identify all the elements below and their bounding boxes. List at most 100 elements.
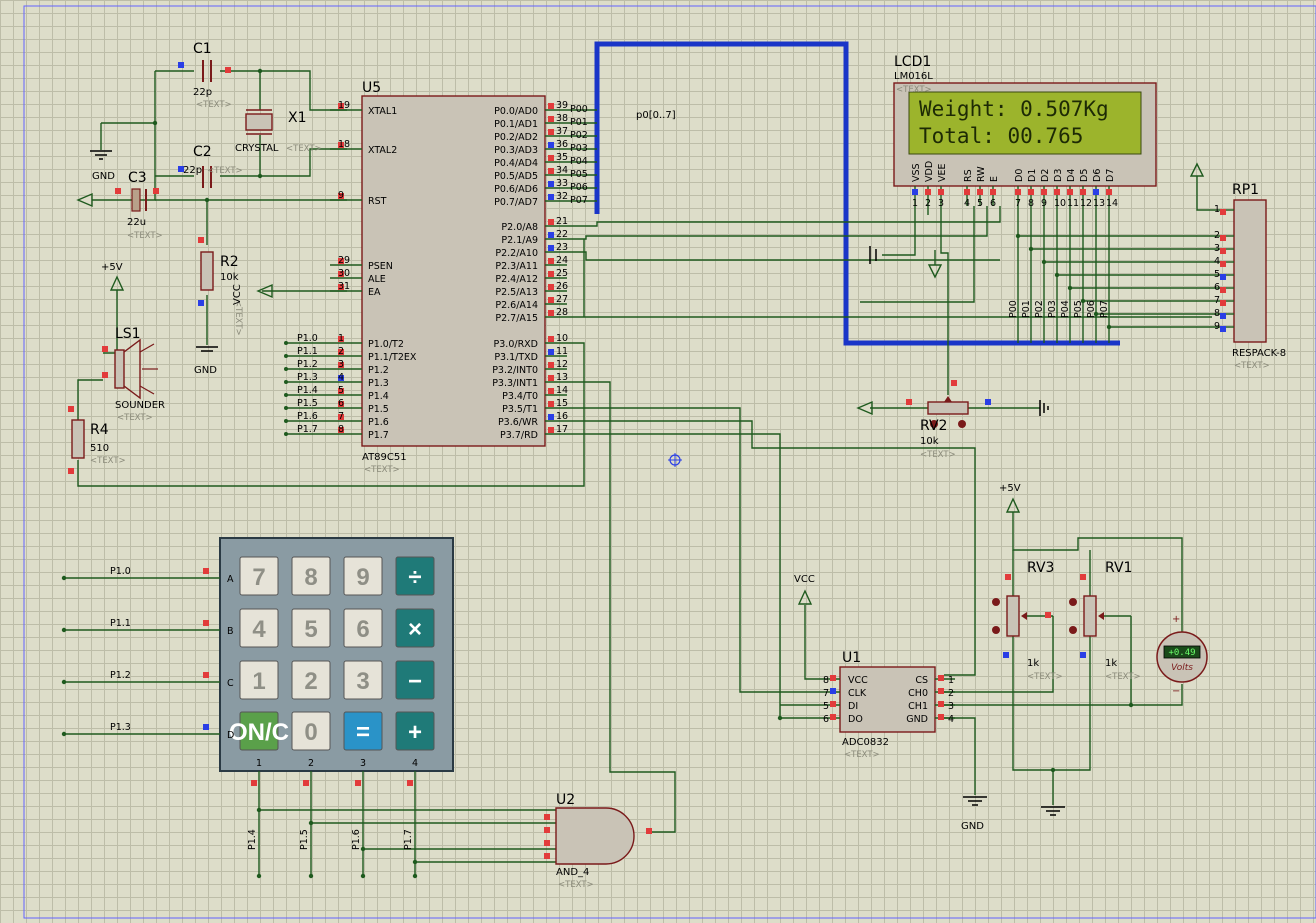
u5-pin-31-num: 31 — [338, 281, 350, 292]
lcd-pin-RS: RS — [963, 169, 974, 182]
adc-pin-CH1: CH1 — [908, 701, 928, 712]
r4-text: <TEXT> — [90, 456, 126, 466]
vcc-terminal-adc: VCC — [794, 574, 815, 605]
lcd-pin-num-9: 9 — [1041, 198, 1047, 209]
keypad-key-1-0[interactable]: 4 — [239, 608, 279, 648]
u5-p1-net-5: P1.5 — [297, 398, 318, 409]
rp1-net-P00: P00 — [1008, 300, 1019, 318]
u5-pin-29-num: 29 — [338, 255, 350, 266]
keypad-key-2-3[interactable]: − — [395, 660, 435, 700]
voltmeter-minus: − — [1172, 686, 1180, 697]
sounder-ls1[interactable]: LS1 SOUNDER <TEXT> — [102, 326, 165, 423]
gnd-label-2: GND — [194, 365, 217, 376]
resistor-r2[interactable]: R2 10k <TEXT> — [198, 237, 243, 336]
adc-pin-num-7: 7 — [823, 688, 829, 699]
lcd-pin-VEE: VEE — [937, 163, 948, 182]
pot-rv3[interactable]: RV3 1k <TEXT> — [992, 560, 1063, 682]
rp1-pin-6: 6 — [1214, 282, 1220, 293]
keypad-key-0-2[interactable]: 9 — [343, 556, 383, 596]
keypad-key-2-2[interactable]: 3 — [343, 660, 383, 700]
u5-pin-6-name: P1.5 — [368, 404, 389, 415]
lcd-pin-D4: D4 — [1066, 169, 1077, 182]
u5-ref: U5 — [362, 80, 381, 96]
u5-p1-net-4: P1.4 — [297, 385, 318, 396]
keypad-key-3-2[interactable]: = — [343, 711, 383, 751]
capacitor-c2[interactable]: C2 22p <TEXT> — [178, 144, 243, 188]
u5-pin-38-num: 38 — [556, 113, 568, 124]
keypad-key-3-0[interactable]: ON/C — [229, 711, 289, 751]
u5-pin-4-num: 4 — [338, 372, 344, 383]
keypad-row-C: C — [227, 678, 234, 689]
c1-ref: C1 — [193, 41, 212, 57]
keypad-key-1-3[interactable]: × — [395, 608, 435, 648]
rv1-ref: RV1 — [1105, 560, 1132, 576]
capacitor-c3[interactable]: C3 22u <TEXT> — [76, 170, 163, 241]
u5-p1-nets: P1.0P1.1P1.2P1.3P1.4P1.5P1.6P1.7 — [284, 333, 330, 436]
u5-pin-3-num: 3 — [338, 359, 344, 370]
lcd-pin-num-8: 8 — [1028, 198, 1034, 209]
rp1-pin-2: 2 — [1214, 230, 1220, 241]
keypad-key-1-1[interactable]: 5 — [291, 608, 331, 648]
lcd-lcd1[interactable]: Weight: 0.507Kg Total: 00.765 LCD1 LM016… — [893, 54, 1157, 209]
svg-text:5: 5 — [304, 616, 317, 643]
plus5v-terminal-1: +5V — [101, 262, 125, 291]
keypad-key-2-0[interactable]: 1 — [239, 660, 279, 700]
lcd1-ref: LCD1 — [894, 54, 931, 70]
lcd-pin-D2: D2 — [1040, 169, 1051, 182]
p0-bus[interactable] — [594, 41, 1120, 346]
u5-pin-39-num: 39 — [556, 100, 568, 111]
resistor-r4[interactable]: R4 510 <TEXT> — [68, 406, 126, 474]
lcd-pin-num-11: 11 — [1067, 198, 1079, 209]
svg-text:3: 3 — [356, 668, 369, 695]
pot-rv2[interactable]: RV2 10k <TEXT> — [856, 380, 1049, 460]
lcd-pin-D0: D0 — [1014, 169, 1025, 182]
keypad-key-3-1[interactable]: 0 — [291, 711, 331, 751]
vcc-label-2: VCC — [794, 574, 815, 585]
vcc-ea-terminal: VCC — [232, 283, 273, 305]
lcd1-part: LM016L — [894, 71, 933, 82]
rp1-pin-7: 7 — [1214, 295, 1220, 306]
capacitor-c1[interactable]: C1 22p <TEXT> — [178, 41, 232, 110]
keypad-col-net-0: P1.4 — [247, 829, 258, 850]
u5-pin-39-name: P0.0/AD0 — [494, 106, 538, 117]
crystal-x1[interactable]: X1 CRYSTAL <TEXT> — [235, 109, 322, 154]
svg-text:=: = — [356, 719, 370, 746]
u1-text: <TEXT> — [844, 750, 880, 760]
u5-pin-36-num: 36 — [556, 139, 568, 150]
u1-part: ADC0832 — [842, 737, 889, 748]
keypad-key-1-2[interactable]: 6 — [343, 608, 383, 648]
p3-wires — [567, 381, 1183, 833]
lcd-pin-num-4: 4 — [964, 198, 970, 209]
rp1-net-P01: P01 — [1021, 300, 1032, 318]
keypad-key-0-1[interactable]: 8 — [291, 556, 331, 596]
u5-net-P00: P00 — [570, 104, 588, 115]
u5-pin-9-name: RST — [368, 196, 387, 207]
ls1-value: SOUNDER — [115, 400, 165, 411]
rp1-net-P07: P07 — [1099, 300, 1110, 318]
adc-pin-DO: DO — [848, 714, 863, 725]
keypad-key-3-3[interactable]: + — [395, 711, 435, 751]
pot-rv1[interactable]: RV1 1k <TEXT> — [1069, 560, 1141, 682]
u5-pin-23-name: P2.2/A10 — [495, 248, 538, 259]
u5-pin-34-name: P0.5/AD5 — [494, 171, 538, 182]
keypad-col-net-3: P1.7 — [403, 829, 414, 850]
lcd-vss-gnd — [869, 246, 943, 279]
u5-pin-5-name: P1.4 — [368, 391, 389, 402]
keypad-key-2-1[interactable]: 2 — [291, 660, 331, 700]
and-gate-u2[interactable]: U2 AND_4 <TEXT> — [544, 792, 652, 890]
rp1-net-P06: P06 — [1086, 300, 1097, 318]
svg-text:6: 6 — [356, 616, 369, 643]
keypad-key-0-3[interactable]: ÷ — [395, 556, 435, 596]
adc-pin-num-1: 1 — [948, 675, 954, 686]
u5-pin-26-num: 26 — [556, 281, 568, 292]
voltmeter[interactable]: +0.49 Volts + − — [1156, 614, 1208, 697]
keypad-row-B: B — [227, 626, 234, 637]
mcu-u5[interactable]: U5 AT89C51 <TEXT> XTAL119XTAL218RST9PSEN… — [284, 80, 597, 475]
adc-pin-num-3: 3 — [948, 701, 954, 712]
keypad-key-0-0[interactable]: 7 — [239, 556, 279, 596]
u5-pin-25-name: P2.4/A12 — [495, 274, 538, 285]
